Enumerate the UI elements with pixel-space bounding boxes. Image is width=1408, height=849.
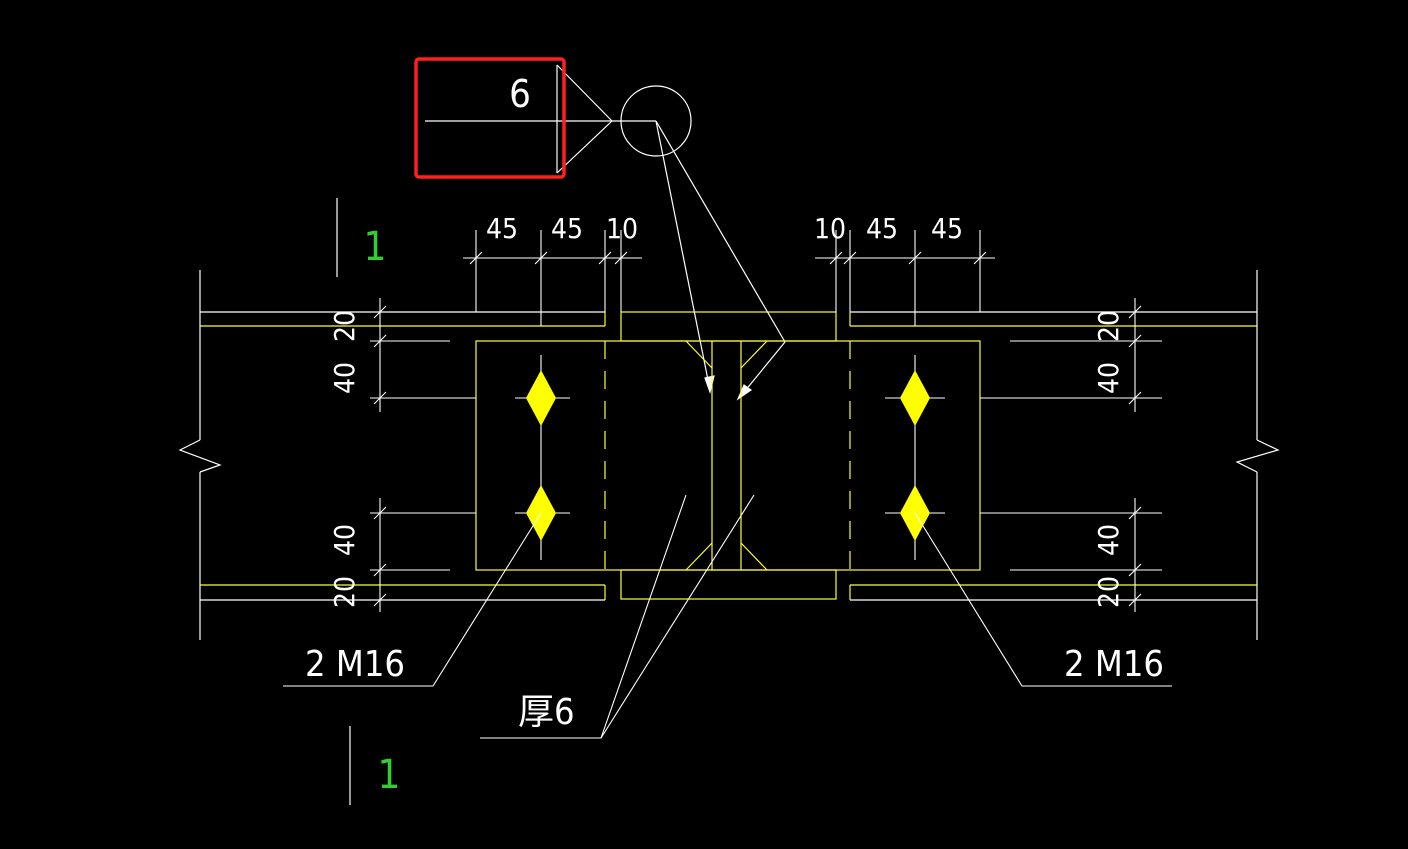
dim-tick xyxy=(373,563,387,577)
dim-tick xyxy=(1128,305,1142,319)
beam-right-break-symbol xyxy=(1235,439,1280,473)
dim-tick xyxy=(1128,506,1142,520)
section-label-bottom: 1 xyxy=(378,752,401,798)
dim-tick xyxy=(598,251,612,265)
dim-right-bottom-2: 20 xyxy=(1092,576,1125,608)
section-mark xyxy=(336,198,351,805)
leader-bolts-left xyxy=(283,512,542,687)
web-splice-plate xyxy=(475,340,981,571)
weld-leader-1 xyxy=(655,120,711,391)
bolt-diamond-left-top xyxy=(526,370,556,426)
dim-left-top-2: 40 xyxy=(328,362,361,394)
dim-tick xyxy=(373,391,387,405)
dim-tick xyxy=(973,251,987,265)
annotation-labels: 2 M16 2 M16 厚6 xyxy=(305,644,1164,733)
weld-symbol-chevron-lower xyxy=(556,120,613,174)
bolt-diamond-right-top xyxy=(900,370,930,426)
dim-tick xyxy=(829,251,843,265)
dim-top-right-3: 45 xyxy=(931,212,963,245)
stiffener-chamfer-bl xyxy=(685,542,713,571)
dim-top-left-1: 45 xyxy=(486,212,518,245)
label-bolts-right: 2 M16 xyxy=(1064,644,1164,685)
label-plate-thickness: 厚6 xyxy=(518,692,575,733)
highlight-box[interactable] xyxy=(414,57,566,179)
connection-plates xyxy=(200,311,1257,600)
dim-right-top-1: 20 xyxy=(1092,310,1125,342)
dim-left-top-1: 20 xyxy=(328,310,361,342)
stiffener-chamfer-tr xyxy=(740,340,768,369)
dim-tick xyxy=(614,251,628,265)
dim-tick xyxy=(843,251,857,265)
dim-tick xyxy=(373,506,387,520)
dim-left-bottom-1: 40 xyxy=(328,524,361,556)
weld-size-label: 6 xyxy=(509,72,531,116)
section-label-top: 1 xyxy=(364,224,387,270)
dim-top-left-3: 10 xyxy=(606,212,638,245)
dim-tick xyxy=(534,251,548,265)
dim-tick xyxy=(373,334,387,348)
dim-tick xyxy=(469,251,483,265)
dim-top-right-2: 45 xyxy=(866,212,898,245)
stiffener-chamfer-br xyxy=(740,542,768,571)
dim-tick xyxy=(908,251,922,265)
label-leaders xyxy=(283,494,1172,739)
leader-plate-2 xyxy=(600,494,755,739)
weld-leader-2 xyxy=(655,120,786,343)
dimension-text-top: 45 45 10 10 45 45 xyxy=(486,212,963,245)
dim-tick xyxy=(1128,391,1142,405)
dim-tick xyxy=(373,305,387,319)
beam-left-break-symbol xyxy=(178,439,222,473)
dim-tick xyxy=(373,593,387,607)
dim-tick xyxy=(1128,563,1142,577)
dim-tick xyxy=(1128,593,1142,607)
label-bolts-left: 2 M16 xyxy=(305,644,405,685)
dim-top-right-1: 10 xyxy=(814,212,846,245)
dimension-text-side: 20 40 40 20 20 40 40 20 xyxy=(328,310,1125,608)
stiffener-chamfer-tl xyxy=(685,340,713,369)
dim-left-bottom-2: 20 xyxy=(328,576,361,608)
leader-bolts-right xyxy=(914,512,1172,687)
dim-top-left-2: 45 xyxy=(551,212,583,245)
dim-tick xyxy=(1128,334,1142,348)
dimension-lines-top xyxy=(463,230,995,326)
dimension-lines-side xyxy=(370,298,1162,612)
dim-right-bottom-1: 40 xyxy=(1092,524,1125,556)
weld-symbol-chevron-upper xyxy=(556,64,613,122)
dim-right-top-2: 40 xyxy=(1092,362,1125,394)
